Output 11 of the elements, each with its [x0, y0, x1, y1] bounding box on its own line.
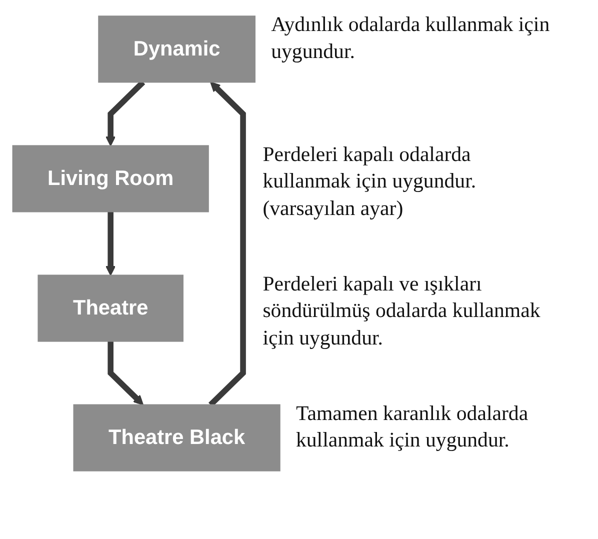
node-box: Theatre: [38, 274, 184, 342]
description-text: Aydınlık odalarda kullanmak için uygundur.: [271, 12, 551, 65]
description-text: Perdeleri kapalı odalarda kullanmak için uygundur.: [262, 141, 478, 194]
arrow: [106, 212, 116, 276]
arrow: [108, 341, 144, 406]
description-text: Tamamen karanlık odalarda kullanmak için uygundur.: [296, 400, 530, 454]
node-box: Dynamic: [98, 16, 256, 83]
description-text: Perdeleri kapalı ve ışıkları söndürülmüş odalarda kullanmak için uygundur.: [262, 270, 542, 352]
node-box: Living Room: [12, 145, 209, 212]
node-box: Theatre Black: [73, 404, 280, 472]
description-text: (varsayılan ayar): [262, 195, 404, 222]
